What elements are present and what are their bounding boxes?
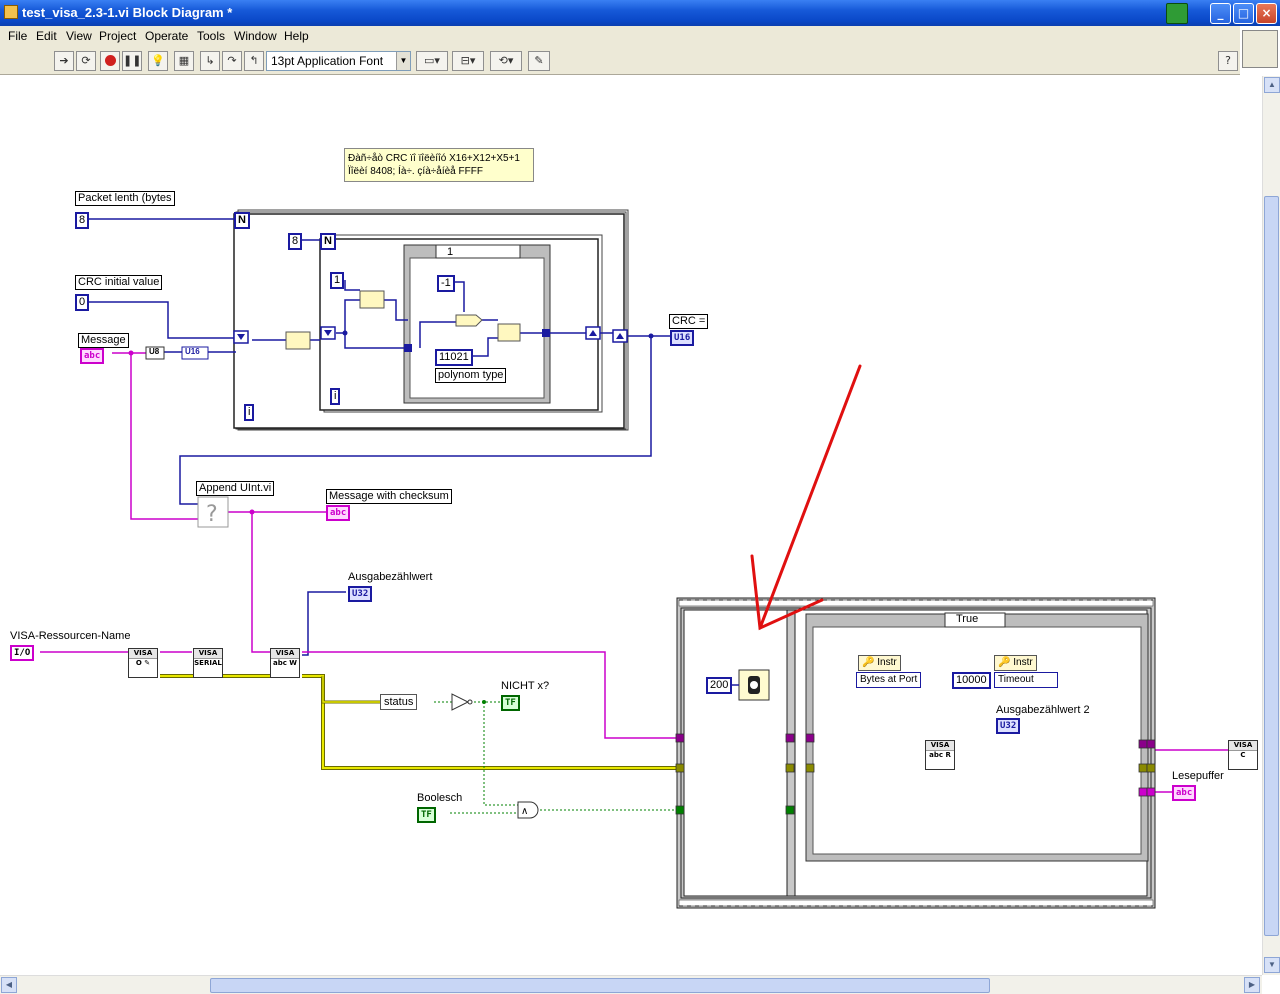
run-arrow-icon[interactable]: ➔ <box>54 51 74 71</box>
block-diagram-canvas[interactable]: ∧ <box>0 76 1262 975</box>
menu-file[interactable]: File <box>8 29 27 43</box>
for-loop-iteration-terminal: i <box>244 404 254 421</box>
ausgabezaehlwert-indicator[interactable]: U32 <box>348 586 372 602</box>
message-label: Message <box>78 333 129 348</box>
comment-line-2: Ïîëèí 8408; Íà÷. çíà÷åíèå FFFF <box>348 165 530 178</box>
nicht-x-indicator[interactable]: TF <box>501 695 520 711</box>
title-bar: test_visa_2.3-1.vi Block Diagram * _ □ × <box>0 0 1280 26</box>
crc-indicator[interactable]: U16 <box>670 330 694 346</box>
menu-help[interactable]: Help <box>284 29 309 43</box>
lesepuffer-indicator[interactable]: abc <box>1172 785 1196 801</box>
diagram-wires: ∧ <box>0 76 1262 975</box>
crc-initial-value-constant[interactable]: 0 <box>75 294 89 311</box>
visa-open-icon[interactable]: VISAO ✎ <box>128 648 158 678</box>
toolbar: ➔ ⟳ ❚❚ 💡 ▦ ↳ ↷ ↰ 13pt Application Font▼ … <box>0 47 1240 75</box>
case-true-selector[interactable]: True <box>956 613 978 625</box>
packet-length-label: Packet lenth (bytes <box>75 191 175 206</box>
comment-line-1: Ðàñ÷åò CRC ïî ïîëèíîó X16+X12+X5+1 <box>348 152 530 165</box>
align-objects-icon[interactable]: ▭▾ <box>416 51 448 71</box>
boolesch-control[interactable]: TF <box>417 807 436 823</box>
highlight-execution-icon[interactable]: 💡 <box>148 51 168 71</box>
message-control[interactable]: abc <box>80 348 104 364</box>
close-button[interactable]: × <box>1256 3 1277 24</box>
svg-text:?: ? <box>206 502 218 527</box>
inner-for-loop-count-terminal[interactable]: N <box>320 233 336 250</box>
crc-comment: Ðàñ÷åò CRC ïî ïîëèíîó X16+X12+X5+1 Ïîëèí… <box>344 148 534 182</box>
wait-ms-constant[interactable]: 200 <box>706 677 732 694</box>
menu-tools[interactable]: Tools <box>197 29 225 43</box>
visa-serial-config-icon[interactable]: VISASERIAL <box>193 648 223 678</box>
ausgabezaehlwert-label: Ausgabezählwert <box>348 571 432 583</box>
cleanup-diagram-icon[interactable]: ✎ <box>528 51 550 71</box>
packet-length-constant[interactable]: 8 <box>75 212 89 229</box>
crc-initial-value-label: CRC initial value <box>75 275 162 290</box>
context-help-icon[interactable]: ? <box>1218 51 1238 71</box>
nicht-x-label: NICHT x? <box>501 680 549 692</box>
for-loop-count-terminal[interactable]: N <box>234 212 250 229</box>
visa-resource-name-label: VISA-Ressourcen-Name <box>10 630 130 642</box>
scroll-right-icon[interactable]: ▶ <box>1244 977 1260 993</box>
scroll-up-icon[interactable]: ▲ <box>1264 77 1280 93</box>
vertical-scroll-thumb[interactable] <box>1264 196 1279 936</box>
inner-loop-count-constant[interactable]: 8 <box>288 233 302 250</box>
one-constant[interactable]: 1 <box>330 272 344 289</box>
bytes-at-port-property[interactable]: Bytes at Port <box>856 672 921 688</box>
menu-window[interactable]: Window <box>234 29 277 43</box>
horizontal-scroll-thumb[interactable] <box>210 978 990 993</box>
menu-bar: File Edit View Project Operate Tools Win… <box>0 26 1240 47</box>
menu-operate[interactable]: Operate <box>145 29 188 43</box>
step-into-icon[interactable]: ↳ <box>200 51 220 71</box>
menu-view[interactable]: View <box>66 29 92 43</box>
retain-wire-values-icon[interactable]: ▦ <box>174 51 194 71</box>
crc-indicator-label: CRC = <box>669 314 708 329</box>
boolesch-label: Boolesch <box>417 792 462 804</box>
reorder-icon[interactable]: ⟲▾ <box>490 51 522 71</box>
pause-icon[interactable]: ❚❚ <box>122 51 142 71</box>
append-uint-label: Append UInt.vi <box>196 481 274 496</box>
u16-conversion-label: U16 <box>185 347 200 356</box>
minimize-button[interactable]: _ <box>1210 3 1231 24</box>
message-with-checksum-label: Message with checksum <box>326 489 452 504</box>
horizontal-scrollbar[interactable]: ◀ ▶ <box>0 975 1262 994</box>
case-selector-label[interactable]: 1 <box>447 246 453 258</box>
ausgabezaehlwert-2-indicator[interactable]: U32 <box>996 718 1020 734</box>
polynom-constant[interactable]: 11021 <box>435 349 473 366</box>
menu-project[interactable]: Project <box>99 29 136 43</box>
status-label: status <box>384 696 413 708</box>
property-node-instr-2[interactable]: 🔑 Instr <box>994 655 1037 671</box>
chevron-down-icon: ▼ <box>396 52 410 70</box>
vi-icon-connector-pane[interactable] <box>1242 30 1278 68</box>
property-node-instr-1[interactable]: 🔑 Instr <box>858 655 901 671</box>
maximize-button[interactable]: □ <box>1233 3 1254 24</box>
menu-edit[interactable]: Edit <box>36 29 57 43</box>
timeout-constant[interactable]: 10000 <box>952 672 991 689</box>
distribute-objects-icon[interactable]: ⊟▾ <box>452 51 484 71</box>
inner-loop-iteration-terminal: i <box>330 388 340 405</box>
visa-write-icon[interactable]: VISAabc W <box>270 648 300 678</box>
visa-close-icon[interactable]: VISAC <box>1228 740 1258 770</box>
visa-read-icon[interactable]: VISAabc R <box>925 740 955 770</box>
u8-conversion-label: U8 <box>149 347 159 356</box>
step-over-icon[interactable]: ↷ <box>222 51 242 71</box>
minus-one-constant[interactable]: -1 <box>437 275 455 292</box>
svg-text:∧: ∧ <box>521 806 528 817</box>
labview-app-icon <box>4 5 18 19</box>
abort-icon[interactable] <box>100 51 120 71</box>
status-unbundle[interactable]: status <box>380 694 417 710</box>
lesepuffer-label: Lesepuffer <box>1172 770 1224 782</box>
run-status-icon[interactable] <box>1166 3 1188 24</box>
visa-resource-name-control[interactable]: I/O <box>10 645 34 661</box>
window-title: test_visa_2.3-1.vi Block Diagram * <box>22 5 232 20</box>
scroll-left-icon[interactable]: ◀ <box>1 977 17 993</box>
run-continuously-icon[interactable]: ⟳ <box>76 51 96 71</box>
vertical-scrollbar[interactable]: ▲ ▼ <box>1262 76 1280 975</box>
step-out-icon[interactable]: ↰ <box>244 51 264 71</box>
font-select[interactable]: 13pt Application Font▼ <box>266 51 411 71</box>
ausgabezaehlwert-2-label: Ausgabezählwert 2 <box>996 704 1090 716</box>
timeout-property[interactable]: Timeout <box>994 672 1058 688</box>
message-with-checksum-indicator[interactable]: abc <box>326 505 350 521</box>
polynom-type-label: polynom type <box>435 368 506 383</box>
scroll-down-icon[interactable]: ▼ <box>1264 957 1280 973</box>
